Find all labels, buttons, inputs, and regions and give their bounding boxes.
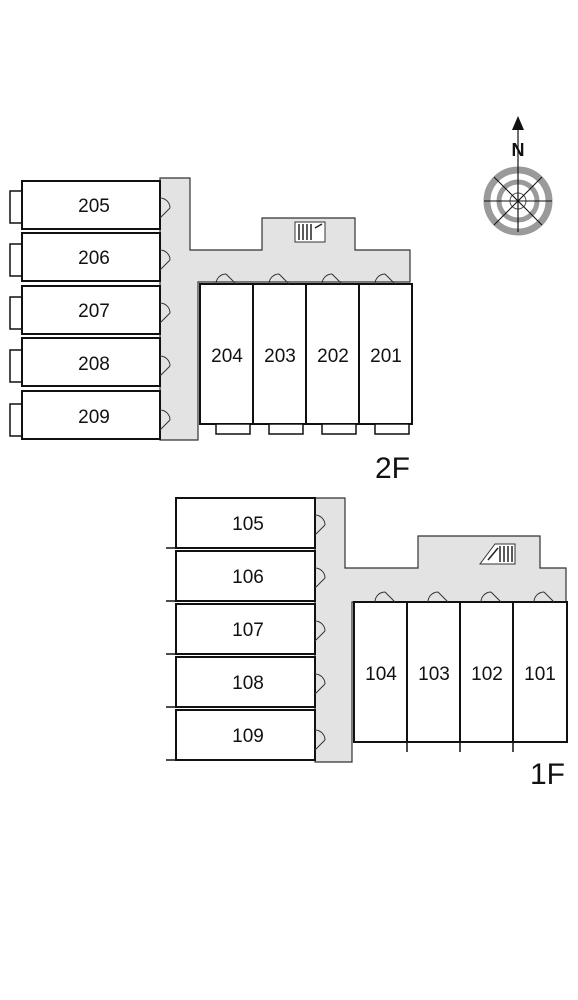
floor-2f: 205 206 207 208 209 bbox=[9, 177, 413, 485]
unit-104: 104 bbox=[353, 591, 408, 752]
unit-label: 109 bbox=[232, 726, 264, 747]
floor-1f: 105 106 107 108 109 bbox=[166, 497, 568, 791]
unit-206: 206 bbox=[9, 232, 171, 282]
unit-label: 201 bbox=[370, 346, 402, 367]
staircase-icon bbox=[479, 543, 516, 565]
unit-label: 103 bbox=[418, 664, 450, 685]
unit-label: 202 bbox=[317, 346, 349, 367]
unit-105: 105 bbox=[166, 497, 326, 549]
unit-108: 108 bbox=[166, 656, 326, 708]
unit-109: 109 bbox=[166, 709, 326, 761]
corridor-2f bbox=[159, 177, 411, 441]
unit-106: 106 bbox=[166, 550, 326, 602]
floor-label-1f: 1F bbox=[530, 758, 565, 791]
unit-label: 203 bbox=[264, 346, 296, 367]
unit-label: 102 bbox=[471, 664, 503, 685]
unit-label: 207 bbox=[78, 301, 110, 322]
unit-209: 209 bbox=[9, 390, 171, 440]
unit-label: 209 bbox=[78, 407, 110, 428]
unit-label: 104 bbox=[365, 664, 397, 685]
unit-102: 102 bbox=[459, 591, 514, 752]
unit-205: 205 bbox=[9, 180, 171, 230]
unit-208: 208 bbox=[9, 337, 171, 387]
unit-107: 107 bbox=[166, 603, 326, 655]
unit-203: 203 bbox=[252, 273, 307, 435]
unit-207: 207 bbox=[9, 285, 171, 335]
unit-label: 106 bbox=[232, 567, 264, 588]
unit-label: 208 bbox=[78, 354, 110, 375]
staircase-icon bbox=[294, 221, 326, 243]
unit-label: 108 bbox=[232, 673, 264, 694]
unit-label: 204 bbox=[211, 346, 243, 367]
unit-103: 103 bbox=[406, 591, 461, 752]
unit-label: 205 bbox=[78, 196, 110, 217]
unit-201: 201 bbox=[358, 273, 413, 435]
unit-101: 101 bbox=[512, 591, 568, 743]
compass-north-label: N bbox=[512, 140, 525, 160]
floor-label-2f: 2F bbox=[375, 452, 410, 485]
unit-202: 202 bbox=[305, 273, 360, 435]
unit-label: 101 bbox=[524, 664, 556, 685]
unit-label: 105 bbox=[232, 514, 264, 535]
unit-label: 107 bbox=[232, 620, 264, 641]
unit-label: 206 bbox=[78, 248, 110, 269]
unit-204: 204 bbox=[199, 273, 254, 435]
north-compass-icon: N bbox=[483, 116, 553, 236]
